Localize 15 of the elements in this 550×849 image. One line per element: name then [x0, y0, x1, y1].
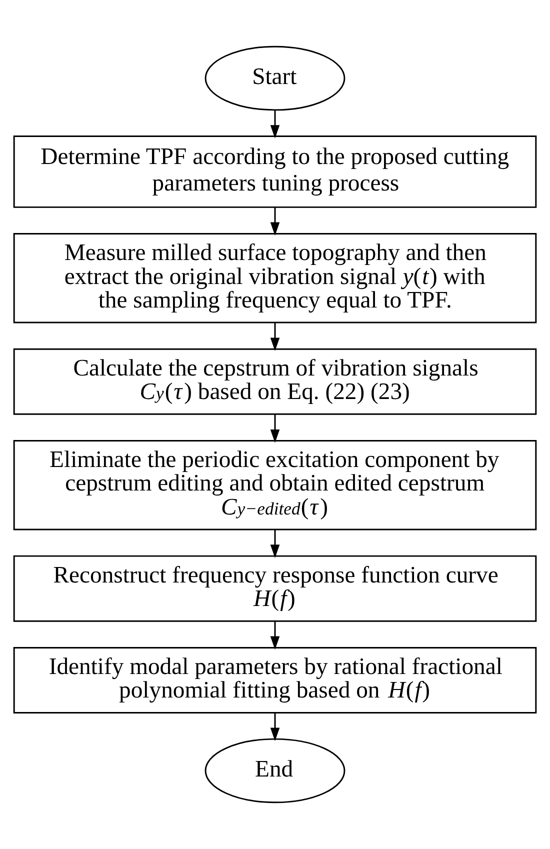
arrow	[270, 110, 280, 138]
node-box: Identify modal parameters by rational fractional polynomial fitting based on H(f)	[13, 646, 537, 714]
node-box: Determine TPF according to the proposed cutting parameters tuning process	[13, 135, 537, 208]
node-ellipse: End	[204, 738, 346, 804]
node-box: Measure milled surface topography and then extract the original vibration signal y(t) with the sampling frequency equal to TPF.	[13, 233, 537, 324]
arrow	[270, 322, 280, 352]
arrow	[270, 712, 280, 742]
arrow	[270, 414, 280, 443]
node-box: Calculate the cepstrum of vibration signals Cy(τ) based on Eq. (22) (23)	[13, 348, 537, 415]
node-box: Eliminate the periodic excitation component by cepstrum editing and obtain edited cepstrum Cy−edited(τ)	[13, 440, 537, 530]
arrow	[270, 530, 280, 558]
node-box: Reconstruct frequency response function curve H(f)	[13, 555, 537, 622]
arrow	[270, 208, 280, 236]
node-ellipse: Start	[204, 46, 346, 111]
arrow	[270, 622, 280, 650]
